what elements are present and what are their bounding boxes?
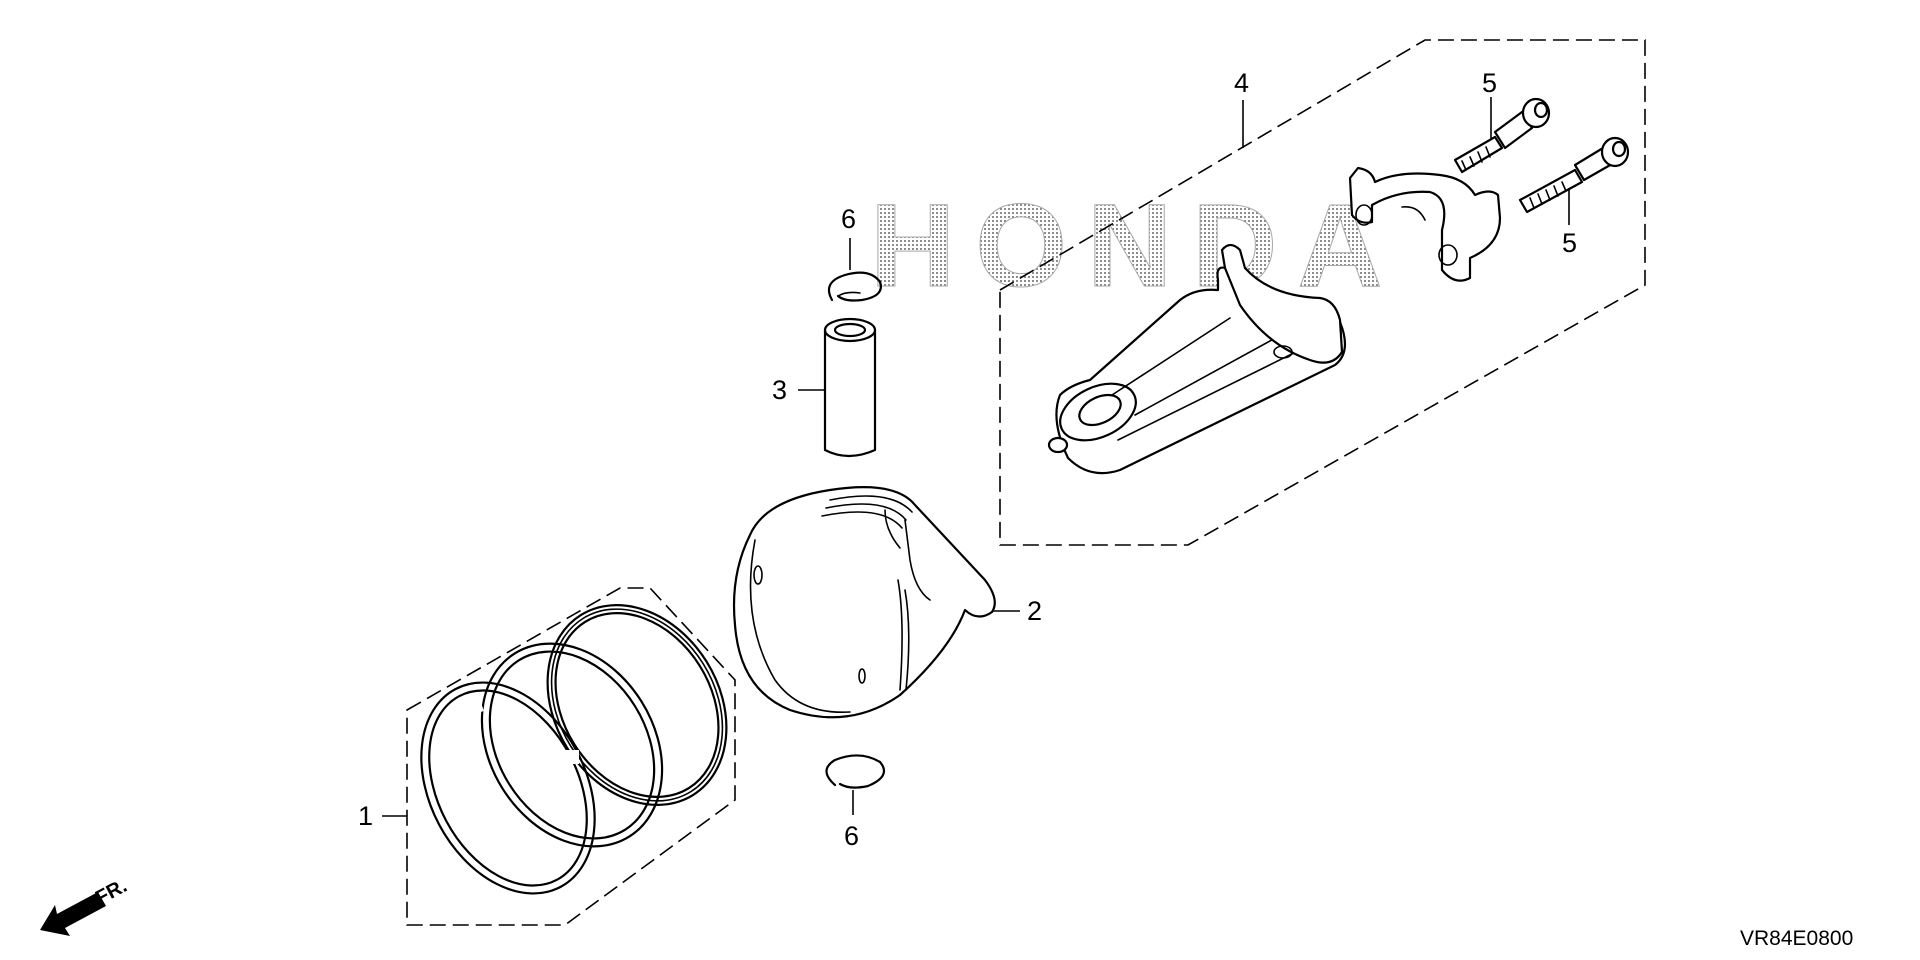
- connecting-rod-group[interactable]: 4 5 5: [999, 39, 1646, 546]
- callout-1[interactable]: 1: [358, 801, 373, 831]
- callout-5-upper[interactable]: 5: [1482, 68, 1497, 98]
- callout-3[interactable]: 3: [772, 375, 787, 405]
- piston[interactable]: 2: [732, 486, 1042, 719]
- callout-6-upper[interactable]: 6: [841, 204, 856, 234]
- ring-set-box: [406, 587, 736, 926]
- bolt-lower[interactable]: [1518, 136, 1630, 214]
- callout-6-lower[interactable]: 6: [844, 821, 859, 851]
- front-direction-arrow-icon: FR.: [40, 875, 131, 936]
- callout-5-lower[interactable]: 5: [1562, 228, 1577, 258]
- piston-pin[interactable]: 3: [772, 317, 877, 458]
- callout-2[interactable]: 2: [1027, 596, 1042, 626]
- diagram-code: VR84E0800: [1740, 927, 1853, 950]
- bolt-upper[interactable]: [1453, 97, 1551, 174]
- connecting-rod[interactable]: [1047, 166, 1502, 475]
- piston-pin-clip-lower[interactable]: 6: [825, 754, 886, 851]
- honda-watermark: HONDA: [870, 180, 1403, 312]
- piston-ring-set[interactable]: 1: [358, 572, 763, 926]
- piston-pin-clip-upper[interactable]: 6: [827, 204, 882, 302]
- callout-4[interactable]: 4: [1234, 68, 1249, 98]
- connecting-rod-group-box: [999, 39, 1646, 546]
